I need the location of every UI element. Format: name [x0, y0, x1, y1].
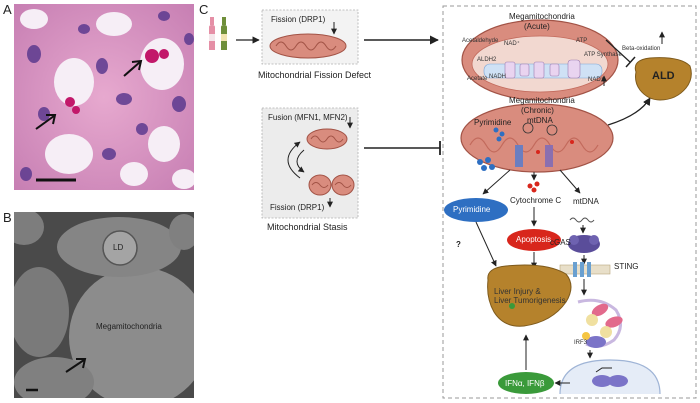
liver-injury-label: Liver Injury & Liver Tumorigenesis: [494, 287, 566, 305]
fission-drp1-label: Fission (DRP1): [271, 15, 326, 24]
chronic-megamitochondrion: [460, 103, 614, 173]
ifn-node: IFNα, IFNβ: [505, 379, 545, 388]
acute-title: Megamitochondria: [509, 12, 575, 21]
nad-plus-2-label: NAD⁺: [588, 77, 604, 83]
fusion-label: Fusion (MFN1, MFN2): [268, 113, 348, 122]
ald-label: ALD: [652, 70, 675, 82]
stasis-caption: Mitochondrial Stasis: [267, 222, 348, 232]
electron-micrograph: [14, 212, 194, 398]
mtdna-label: mtDNA: [573, 197, 599, 206]
pyrimidine-node: Pyrimidine: [453, 205, 491, 214]
question-mark: ?: [456, 240, 461, 249]
panel-label-c: C: [199, 2, 209, 17]
panel-label-b: B: [3, 210, 12, 225]
cytochrome-c-label: Cytochrome C: [510, 196, 562, 205]
histology-image: [14, 4, 194, 190]
liver-injury-icon: [487, 264, 572, 327]
nadh-label: NADH: [489, 74, 507, 80]
chronic-subtitle: (Chronic): [521, 106, 554, 115]
cgas-label: cGAS: [550, 238, 571, 247]
irf3-label: IRF3: [574, 340, 588, 346]
acute-subtitle: (Acute): [524, 22, 550, 31]
cgas-icon: [568, 235, 600, 253]
acetaldehyde-label: Acetaldehyde: [462, 38, 499, 44]
sting-label: STING: [614, 262, 639, 271]
chronic-mtdna-label: mtDNA: [527, 116, 553, 125]
megamitochondria-em-label: Megamitochondria: [96, 322, 162, 331]
fission-defect-caption: Mitochondrial Fission Defect: [258, 70, 372, 80]
tbk1-irf3-complex: [577, 298, 623, 348]
lipid-droplet-label: LD: [113, 243, 124, 252]
atp-synthase-label: ATP Synthase: [584, 52, 622, 58]
ald-liver-icon: [634, 57, 692, 101]
chronic-title: Megamitochondria: [509, 96, 575, 105]
acute-megamitochondrion: [461, 19, 619, 101]
atp-label: ATP: [576, 38, 588, 44]
stasis-fission-label: Fission (DRP1): [270, 203, 325, 212]
chronic-pyrimidine-label: Pyrimidine: [474, 118, 512, 127]
nad-plus-label: NAD⁺: [504, 41, 520, 47]
panel-label-a: A: [3, 2, 12, 17]
acetate-label: Acetate: [467, 76, 488, 82]
aldh2-label: ALDH2: [477, 57, 497, 63]
alcohol-bottles-icon: [209, 17, 227, 50]
apoptosis-node: Apoptosis: [516, 235, 552, 244]
beta-oxidation-label: Beta-oxidation: [622, 46, 661, 52]
